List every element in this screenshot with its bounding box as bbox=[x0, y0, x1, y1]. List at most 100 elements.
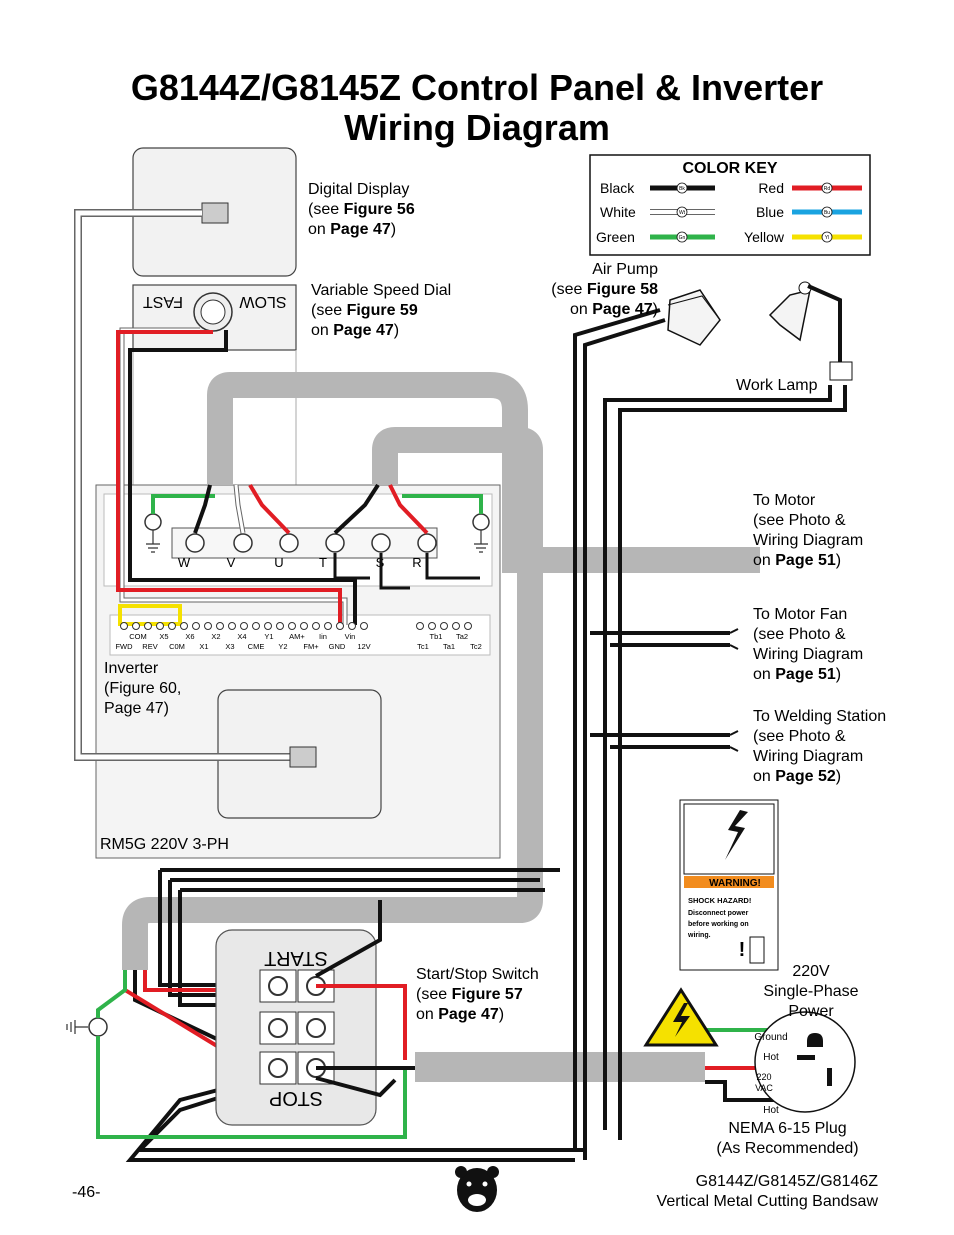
inverter-model-label: RM5G 220V 3-PH bbox=[100, 836, 229, 853]
plug-vac-label-2: VAC bbox=[755, 1083, 773, 1093]
air-pump-label: Air Pump (see Figure 58 on Page 47) bbox=[540, 260, 658, 320]
to-welding-label: To Welding Station (see Photo & Wiring D… bbox=[753, 707, 886, 787]
speed-dial-knob-center bbox=[200, 299, 226, 325]
terminal-s-jumper bbox=[379, 553, 410, 590]
inverter-ground-right bbox=[472, 513, 490, 531]
terminal-v: V bbox=[227, 555, 236, 570]
color-key-tags: Bk Wt Gn Rd Bu Yl bbox=[679, 186, 831, 241]
page-title-line2: Wiring Diagram bbox=[344, 107, 610, 148]
inverter-control-area bbox=[109, 614, 491, 656]
plug-line1: NEMA 6-15 Plug bbox=[728, 1120, 847, 1137]
terminal-cme: CME bbox=[248, 642, 265, 651]
dial-slow-label: SLOW bbox=[239, 293, 287, 310]
to-motor-line4c: ) bbox=[835, 552, 842, 569]
inverter-ground-left bbox=[144, 513, 162, 531]
switch-bottom-right-black bbox=[315, 1076, 397, 1098]
switch-stop-label: STOP bbox=[269, 1087, 323, 1109]
air-pump-line3c: ) bbox=[652, 301, 658, 318]
page-title-line1: G8144Z/G8145Z Control Panel & Inverter bbox=[130, 67, 824, 108]
footer-model-line: G8144Z/G8145Z/G8146Z bbox=[695, 1173, 878, 1190]
warning-line3: before working on bbox=[688, 921, 749, 928]
ground-wire-lower bbox=[96, 1036, 407, 1139]
to-welding-line1: To Welding Station bbox=[753, 708, 887, 725]
digital-display-line1: Digital Display bbox=[308, 181, 410, 198]
to-welding-line2: (see Photo & bbox=[753, 728, 846, 745]
plug-hot-pin-2 bbox=[827, 1068, 832, 1086]
work-lamp-wire-2 bbox=[618, 385, 847, 1140]
lamp-shade bbox=[768, 288, 811, 342]
key-red: Red bbox=[758, 180, 784, 196]
warning-line2: Disconnect power bbox=[688, 910, 749, 917]
key-black: Black bbox=[600, 180, 635, 196]
key-tag-yl: Yl bbox=[825, 235, 829, 241]
power-terminal-strip bbox=[171, 527, 438, 559]
warning-banner bbox=[684, 876, 774, 888]
speed-dial-label: Variable Speed Dial (see Figure 59 on Pa… bbox=[311, 281, 451, 341]
power-conduit bbox=[415, 1052, 705, 1082]
plug-hot-pin-1 bbox=[797, 1055, 815, 1060]
ground-wire-upper bbox=[96, 970, 127, 1018]
to-motor-page-link: Page 51 bbox=[775, 552, 836, 569]
digital-display-line3a: on bbox=[308, 221, 331, 238]
terminal-w: W bbox=[178, 555, 191, 570]
terminal-am: AM+ bbox=[289, 632, 305, 641]
ground-symbol bbox=[474, 530, 488, 553]
key-white: White bbox=[600, 204, 636, 220]
to-motor-fan-line1: To Motor Fan bbox=[753, 606, 848, 623]
color-key-swatches bbox=[650, 182, 862, 243]
color-key-heading: COLOR KEY bbox=[682, 160, 777, 177]
speed-dial-line2a: (see bbox=[311, 302, 347, 319]
terminal-com: COM bbox=[129, 632, 147, 641]
inverter-line1: Inverter bbox=[104, 660, 159, 677]
inverter-line2: (Figure 60, bbox=[104, 680, 182, 697]
to-motor-line3: Wiring Diagram bbox=[753, 532, 864, 549]
to-motor-fan-line4c: ) bbox=[835, 666, 842, 683]
plug-ground-label: Ground bbox=[754, 1032, 787, 1043]
terminal-tc1: Tc1 bbox=[417, 642, 429, 651]
terminal-u: U bbox=[274, 555, 283, 570]
terminal-x3: X3 bbox=[225, 642, 234, 651]
terminal-x5: X5 bbox=[159, 632, 168, 641]
to-motor-fan-line3: Wiring Diagram bbox=[753, 646, 864, 663]
lamp-arm bbox=[807, 284, 842, 362]
digital-display-page-link: Page 47 bbox=[330, 221, 391, 238]
digital-display-line2a: (see bbox=[308, 201, 344, 218]
power-line1: 220V bbox=[792, 963, 830, 980]
terminal-vin: Vin bbox=[345, 632, 356, 641]
start-stop-label: Start/Stop Switch (see Figure 57 on Page… bbox=[416, 965, 539, 1025]
work-lamp-label: Work Lamp bbox=[736, 377, 818, 394]
warning-header: WARNING! bbox=[709, 878, 761, 889]
frame-ground-screw bbox=[88, 1017, 108, 1037]
ground-symbol bbox=[146, 530, 160, 553]
key-green: Green bbox=[596, 229, 635, 245]
dial-black-wire bbox=[128, 330, 357, 625]
terminal-x4: X4 bbox=[237, 632, 246, 641]
dial-red-wire bbox=[116, 330, 342, 625]
power-label: 220V Single-Phase Power bbox=[740, 962, 882, 1022]
speed-dial-page-link: Page 47 bbox=[333, 322, 394, 339]
plug-label: NEMA 6-15 Plug (As Recommended) bbox=[700, 1119, 875, 1159]
inverter-label: Inverter (Figure 60, Page 47) bbox=[104, 659, 181, 719]
key-tag-wt: Wt bbox=[679, 210, 686, 216]
key-yellow: Yellow bbox=[744, 229, 785, 245]
motor-w-wire bbox=[193, 484, 212, 534]
power-hot-black bbox=[705, 1080, 780, 1102]
terminal-12v: 12V bbox=[357, 642, 370, 651]
key-tag-rd: Rd bbox=[824, 186, 831, 192]
terminal-r-jumper bbox=[425, 553, 480, 580]
speed-dial-line3c: ) bbox=[393, 322, 400, 339]
exclamation-icon: ! bbox=[739, 939, 746, 961]
control-terminal-labels: COM X5 X6 X2 X4 Y1 AM+ Iin Vin FWD REV C… bbox=[115, 632, 481, 651]
plug-vac-label-1: 220 bbox=[756, 1072, 771, 1082]
footer-product-line: Vertical Metal Cutting Bandsaw bbox=[656, 1193, 878, 1210]
speed-dial-figure-link: Figure 59 bbox=[346, 302, 418, 319]
digital-display-figure-link: Figure 56 bbox=[343, 201, 415, 218]
air-pump-line1: Air Pump bbox=[592, 261, 658, 278]
work-lamp-wire-1 bbox=[603, 385, 832, 1130]
air-pump-line3a: on bbox=[569, 301, 593, 318]
frame-ground-symbol bbox=[66, 1020, 88, 1034]
key-tag-bk: Bk bbox=[679, 186, 685, 192]
start-stop-line1: Start/Stop Switch bbox=[416, 966, 539, 983]
start-stop-page-link: Page 47 bbox=[438, 1006, 499, 1023]
terminal-iin: Iin bbox=[319, 632, 327, 641]
